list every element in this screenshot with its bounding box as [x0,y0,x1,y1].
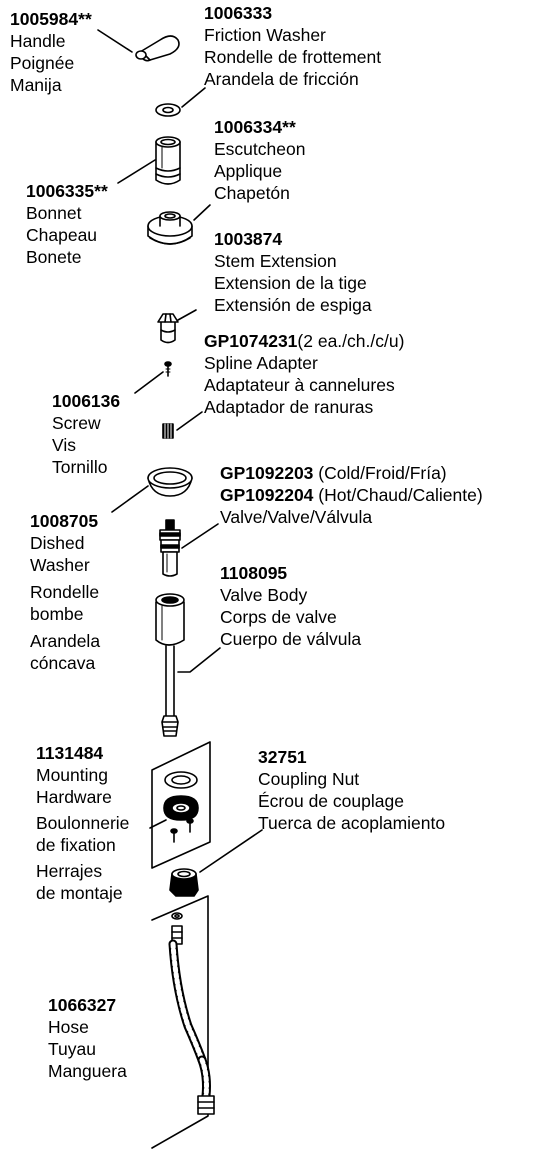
handle-part [135,35,180,62]
leader-mounting-hardware [149,819,167,829]
spline-adapter-part [162,423,174,439]
part-number-friction-washer: 1006333 [204,3,273,23]
mounting-hardware-name-en-1: Mounting [36,765,108,785]
leader-handle [97,29,133,53]
leader-spline-adapter [176,411,203,431]
label-coupling-nut: 32751 Coupling Nut Écrou de couplage Tue… [258,746,445,834]
mounting-hardware-name-fr-1: Boulonnerie [36,813,130,833]
label-friction-washer: 1006333 Friction Washer Rondelle de frot… [204,2,381,90]
dished-washer-name-es-1: Arandela [30,631,101,651]
label-mounting-hardware: 1131484 Mounting Hardware Boulonnerie de… [36,742,129,904]
stem-extension-part [157,313,179,344]
mounting-hardware-name-en-2: Hardware [36,787,112,807]
part-number-escutcheon: 1006334** [214,117,296,137]
dished-washer-name-es-2: cóncava [30,653,96,673]
valve-cold-label: (Cold/Froid/Fría) [313,463,447,483]
part-number-bonnet: 1006335** [26,181,108,201]
stem-extension-name-fr: Extension de la tige [214,273,367,293]
coupling-nut-name-en: Coupling Nut [258,769,360,789]
coupling-nut-part [169,868,199,897]
part-number-valve-hot: GP1092204 [220,485,314,505]
valve-body-name-en: Valve Body [220,585,308,605]
screw-name-en: Screw [52,413,101,433]
mounting-hardware-name-es-2: de montaje [36,883,123,903]
label-spline-adapter: GP1074231(2 ea./ch./c/u) Spline Adapter … [204,330,404,418]
dished-washer-name-en-1: Dished [30,533,85,553]
valve-cartridge-part [159,519,181,577]
label-screw: 1006136 Screw Vis Tornillo [52,390,120,478]
friction-washer-name-es: Arandela de fricción [204,69,359,89]
spline-adapter-name-en: Spline Adapter [204,353,318,373]
coupling-nut-name-fr: Écrou de couplage [258,791,404,811]
label-bonnet: 1006335** Bonnet Chapeau Bonete [26,180,108,268]
mounting-hardware-name-es-1: Herrajes [36,861,103,881]
valve-body-name-es: Cuerpo de válvula [220,629,362,649]
mounting-hardware-name-fr-2: de fixation [36,835,116,855]
escutcheon-name-en: Escutcheon [214,139,306,159]
screw-name-es: Tornillo [52,457,108,477]
label-stem-extension: 1003874 Stem Extension Extension de la t… [214,228,372,316]
dished-washer-name-fr-2: bombe [30,604,84,624]
leader-friction-washer [181,87,206,108]
part-number-valve-cold: GP1092203 [220,463,314,483]
label-escutcheon: 1006334** Escutcheon Applique Chapetón [214,116,305,204]
hose-name-fr: Tuyau [48,1039,96,1059]
leader-dished-washer [111,485,149,513]
handle-name-es: Manija [10,75,62,95]
part-number-handle: 1005984** [10,9,92,29]
mounting-hardware-part [151,741,211,869]
stem-extension-name-en: Stem Extension [214,251,337,271]
valve-name: Valve/Valve/Válvula [220,507,373,527]
bonnet-name-en: Bonnet [26,203,82,223]
part-number-coupling-nut: 32751 [258,747,307,767]
hose-name-en: Hose [48,1017,89,1037]
coupling-nut-name-es: Tuerca de acoplamiento [258,813,446,833]
escutcheon-part [147,211,193,245]
leader-stem-extension [177,309,197,321]
part-number-dished-washer: 1008705 [30,511,99,531]
screw-part [164,361,172,377]
stem-extension-name-es: Extensión de espiga [214,295,372,315]
label-hose: 1066327 Hose Tuyau Manguera [48,994,127,1082]
valve-body-name-fr: Corps de valve [220,607,337,627]
label-valve: GP1092203 (Cold/Froid/Fría) GP1092204 (H… [220,462,483,528]
handle-name-en: Handle [10,31,66,51]
handle-name-fr: Poignée [10,53,75,73]
bonnet-name-fr: Chapeau [26,225,98,245]
escutcheon-name-es: Chapetón [214,183,290,203]
leader-bonnet [117,159,156,184]
part-number-stem-extension: 1003874 [214,229,283,249]
leader-valve [181,523,219,549]
label-dished-washer: 1008705 Dished Washer Rondelle bombe Ara… [30,510,100,674]
part-number-valve-body: 1108095 [220,563,288,583]
dished-washer-name-en-2: Washer [30,555,90,575]
friction-washer-part [155,103,181,117]
valve-body-part [155,593,185,737]
spline-adapter-name-es: Adaptador de ranuras [204,397,374,417]
part-number-hose: 1066327 [48,995,117,1015]
hose-name-es: Manguera [48,1061,127,1081]
leader-valve-body [177,647,221,673]
leader-escutcheon [193,204,211,221]
spline-adapter-qty: (2 ea./ch./c/u) [297,331,405,351]
leader-screw [134,371,164,394]
escutcheon-name-fr: Applique [214,161,283,181]
hose-part [151,895,215,1149]
screw-name-fr: Vis [52,435,76,455]
dished-washer-part [147,467,193,497]
label-valve-body: 1108095 Valve Body Corps de valve Cuerpo… [220,562,361,650]
part-number-mounting-hardware: 1131484 [36,743,104,763]
dished-washer-name-fr-1: Rondelle [30,582,100,602]
valve-hot-label: (Hot/Chaud/Caliente) [313,485,483,505]
label-handle: 1005984** Handle Poignée Manija [10,8,92,96]
leader-coupling-nut [199,829,263,873]
part-number-spline-adapter: GP1074231 [204,331,298,351]
spline-adapter-name-fr: Adaptateur à cannelures [204,375,395,395]
bonnet-name-es: Bonete [26,247,82,267]
part-number-screw: 1006136 [52,391,121,411]
friction-washer-name-en: Friction Washer [204,25,326,45]
bonnet-part [155,136,181,185]
friction-washer-name-fr: Rondelle de frottement [204,47,382,67]
